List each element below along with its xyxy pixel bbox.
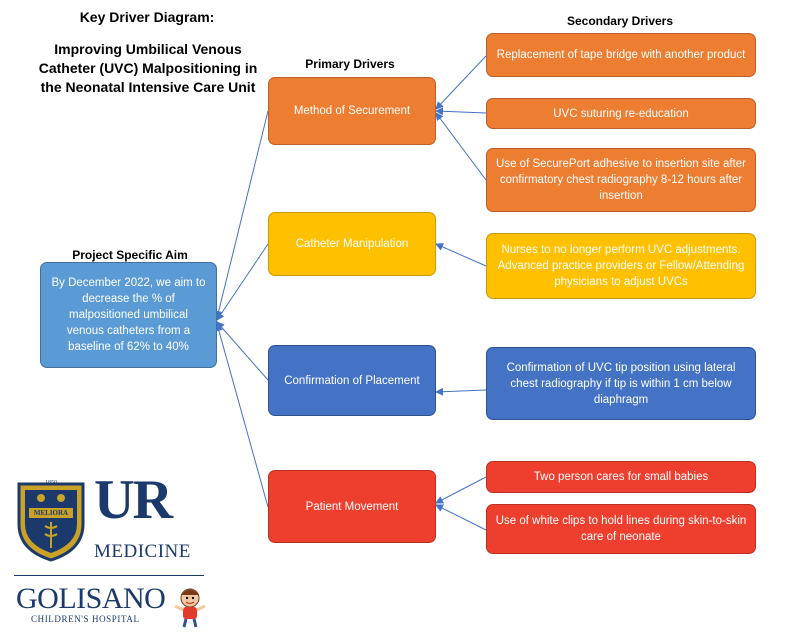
primary-driver-securement: Method of Securement — [268, 77, 436, 145]
childrens-hospital-text: CHILDREN'S HOSPITAL — [31, 614, 140, 624]
seal-year: 1850 — [45, 480, 57, 486]
primary-driver-placement: Confirmation of Placement — [268, 345, 436, 416]
seal-motto: MELIORA — [33, 509, 69, 517]
aim-box: By December 2022, we aim to decrease the… — [40, 262, 217, 368]
secondary-driver-nurses: Nurses to no longer perform UVC adjustme… — [486, 233, 756, 299]
medicine-logo-text: MEDICINE — [94, 541, 191, 562]
aim-header: Project Specific Aim — [72, 248, 188, 262]
arrow-suturing-to-securement — [435, 107, 487, 116]
arrow-nurses-to-manipulation — [435, 243, 487, 267]
secondary-driver-two-person: Two person cares for small babies — [486, 461, 756, 493]
secondary-driver-lateral-radiography: Confirmation of UVC tip position using l… — [486, 347, 756, 420]
diagram-title: Key Driver Diagram: — [79, 9, 215, 25]
diagram-subtitle: Improving Umbilical Venous Catheter (UVC… — [38, 41, 258, 95]
arrow-clips-to-movement — [435, 504, 487, 531]
secondary-driver-secureport: Use of SecurePort adhesive to insertion … — [486, 148, 756, 212]
secondary-driver-tape-bridge: Replacement of tape bridge with another … — [486, 33, 756, 77]
arrow-manipulation-to-aim — [216, 243, 269, 321]
arrow-placement-to-aim — [216, 321, 269, 381]
secondary-drivers-header: Secondary Drivers — [566, 14, 674, 28]
golisano-logo-text: GOLISANO — [16, 582, 166, 615]
arrow-lateral-to-placement — [435, 387, 487, 396]
arrow-securement-to-aim — [214, 110, 269, 319]
primary-driver-manipulation: Catheter Manipulation — [268, 212, 436, 276]
ur-seal-logo: 1850 MELIORA — [15, 478, 87, 562]
child-mascot-logo — [172, 586, 208, 628]
arrow-movement-to-aim — [215, 323, 269, 508]
secondary-driver-suturing: UVC suturing re-education — [486, 98, 756, 129]
primary-driver-movement: Patient Movement — [268, 470, 436, 543]
arrow-tape-to-securement — [435, 55, 487, 110]
secondary-driver-white-clips: Use of white clips to hold lines during … — [486, 504, 756, 554]
ur-logo-text: UR — [94, 469, 173, 531]
primary-drivers-header: Primary Drivers — [305, 57, 395, 71]
logo-divider — [14, 575, 204, 576]
arrow-twoperson-to-movement — [435, 476, 487, 504]
arrow-secureport-to-securement — [435, 112, 487, 181]
